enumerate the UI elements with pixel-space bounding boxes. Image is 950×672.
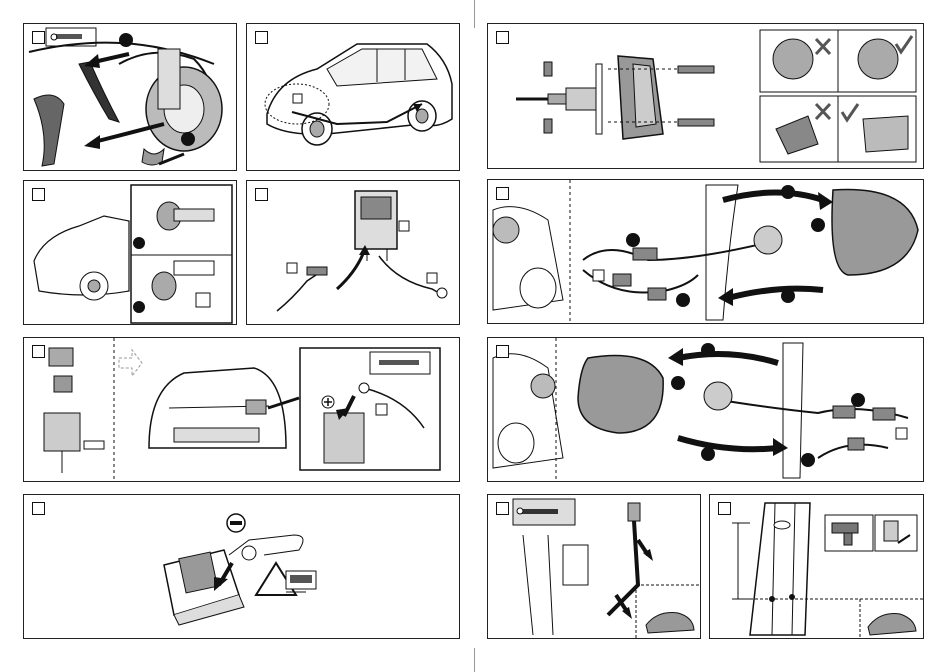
- step-number: [33, 189, 44, 200]
- battery-illustration: [24, 495, 460, 639]
- connector-illustration: [247, 181, 460, 325]
- center-fold-divider: [474, 0, 475, 672]
- grommet-illustration: [24, 181, 237, 325]
- lamp-unit-exploded-illustration: [488, 24, 924, 169]
- step-number: [719, 503, 730, 514]
- step-number: [256, 189, 267, 200]
- panel-door-pillar-harness: [487, 494, 701, 639]
- left-harness-illustration: [488, 338, 924, 482]
- fusebox-illustration: [24, 338, 460, 482]
- panel-fusebox-connection: [23, 337, 460, 482]
- step-number: [497, 188, 508, 199]
- panel-vehicle-route-overview: [246, 23, 460, 171]
- right-harness-illustration: [488, 180, 924, 324]
- panel-grommet-and-fluid-check: [23, 180, 237, 325]
- step-number: [33, 346, 44, 357]
- step-number: [33, 503, 44, 514]
- panel-lamp-unit-fitting: [487, 23, 924, 169]
- door-pillar-illustration: [488, 495, 701, 639]
- panel-remove-wheel-arch-liner: [23, 23, 237, 171]
- step-number: [497, 503, 508, 514]
- panel-right-side-harness-routing: [487, 179, 924, 324]
- step-number: [256, 32, 267, 43]
- chassis-rail-illustration: [710, 495, 924, 639]
- panel-drill-chassis-rail: [709, 494, 924, 639]
- step-number: [33, 32, 44, 43]
- panel-left-side-harness-routing: [487, 337, 924, 482]
- panel-connector-and-ground-lead: [246, 180, 460, 325]
- plus-icon: [322, 396, 334, 408]
- panel-disconnect-battery-negative: [23, 494, 460, 639]
- step-number: [497, 32, 508, 43]
- vehicle-route-illustration: [247, 24, 460, 171]
- step-number: [497, 346, 508, 357]
- wheel-arch-liner-illustration: [24, 24, 237, 171]
- minus-icon: [227, 514, 245, 532]
